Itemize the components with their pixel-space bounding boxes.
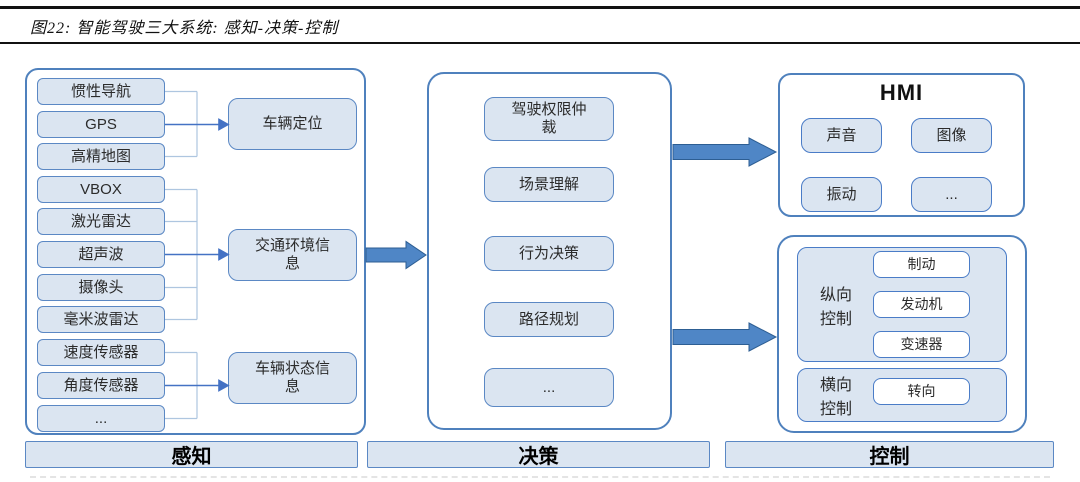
actuator-box-brake: 制动 xyxy=(873,251,970,278)
small-arrows xyxy=(165,118,230,392)
longitudinal-control-label-wrap: 纵向控制 xyxy=(806,247,866,362)
bottom-crop-dashes xyxy=(30,476,1050,478)
sensor-box-gps: GPS xyxy=(37,111,165,138)
section-bar-control: 控制 xyxy=(725,441,1054,468)
lateral-control-panel xyxy=(797,368,1007,422)
decision-box-scene-understanding: 场景理解 xyxy=(484,167,614,202)
header-rule-top xyxy=(0,6,1080,9)
header-rule-bottom xyxy=(0,42,1080,44)
decision-text: 驾驶权限仲裁 xyxy=(511,101,587,136)
sensor-box-ellipsis: ... xyxy=(37,405,165,432)
arrow-decision-to-actuation xyxy=(672,322,778,352)
sensor-box-hd-map: 高精地图 xyxy=(37,143,165,170)
hmi-box-ellipsis: ... xyxy=(911,177,992,212)
decision-box-behavior-decision: 行为决策 xyxy=(484,236,614,271)
longitudinal-control-label: 纵向控制 xyxy=(819,286,852,328)
output-box-vehicle-state-info: 车辆状态信息 xyxy=(228,352,357,404)
hmi-box-vibration: 振动 xyxy=(801,177,882,212)
decision-box-path-planning: 路径规划 xyxy=(484,302,614,337)
actuator-box-steering: 转向 xyxy=(873,378,970,405)
output-text: 交通环境信息 xyxy=(254,237,330,272)
sensor-box-inertial-nav: 惯性导航 xyxy=(37,78,165,105)
sensor-box-lidar: 激光雷达 xyxy=(37,208,165,235)
sensor-box-ultrasonic: 超声波 xyxy=(37,241,165,268)
sensor-box-camera: 摄像头 xyxy=(37,274,165,301)
bracket-lines xyxy=(165,90,198,420)
hmi-box-image: 图像 xyxy=(911,118,992,153)
section-bar-decision: 决策 xyxy=(367,441,710,468)
actuator-box-transmission: 变速器 xyxy=(873,331,970,358)
sensor-box-speed-sensor: 速度传感器 xyxy=(37,339,165,366)
decision-box-ellipsis: ... xyxy=(484,368,614,407)
actuator-box-engine: 发动机 xyxy=(873,291,970,318)
arrow-perception-to-decision xyxy=(365,240,427,270)
hmi-title: HMI xyxy=(879,80,924,105)
decision-box-driving-authority-arbitration: 驾驶权限仲裁 xyxy=(484,97,614,141)
figure-title: 图22: 智能驾驶三大系统: 感知-决策-控制 xyxy=(30,20,339,37)
output-text: 车辆状态信息 xyxy=(254,360,330,395)
flow-arrows xyxy=(365,137,778,352)
section-bar-perception: 感知 xyxy=(25,441,358,468)
arrow-decision-to-hmi xyxy=(672,137,778,167)
lateral-control-label-wrap: 横向控制 xyxy=(806,368,866,422)
hmi-box-sound: 声音 xyxy=(801,118,882,153)
output-box-traffic-environment-info: 交通环境信息 xyxy=(228,229,357,281)
lateral-control-label: 横向控制 xyxy=(819,377,852,418)
sensor-box-angle-sensor: 角度传感器 xyxy=(37,372,165,399)
sensor-box-mmwave-radar: 毫米波雷达 xyxy=(37,306,165,333)
sensor-box-vbox: VBOX xyxy=(37,176,165,203)
